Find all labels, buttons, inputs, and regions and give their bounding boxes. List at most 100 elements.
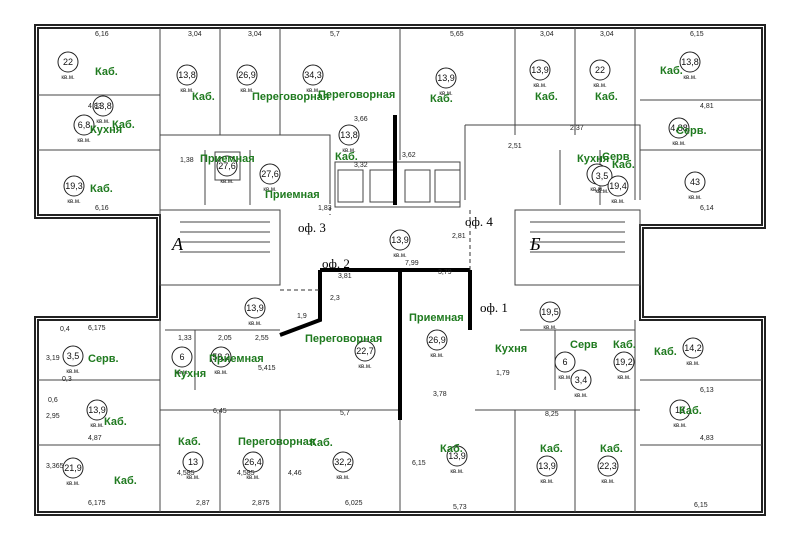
area-circle: [529, 59, 551, 81]
dimension-label: 3,32: [354, 162, 368, 169]
room: 19,3кв.м.Каб.: [63, 175, 113, 205]
room: 13,8кв.м.Каб.: [660, 51, 701, 81]
area-circle: [536, 455, 558, 477]
area-circle: [591, 165, 613, 187]
room-name: Каб.: [112, 119, 135, 131]
room-name: Каб.: [535, 91, 558, 103]
area-unit: кв.м.: [590, 187, 604, 193]
dimension-label: 6,175: [88, 325, 106, 332]
room-name: Серв: [570, 339, 598, 351]
area-circle: [354, 340, 376, 362]
dimension-label: 1,83: [318, 205, 332, 212]
area-unit: кв.м.: [574, 393, 588, 399]
room-area: 32,2: [334, 457, 352, 467]
dimension-label: 5,65: [450, 31, 464, 38]
room: 14,2кв.м.Каб.: [654, 337, 704, 367]
area-circle: [210, 346, 232, 368]
area-unit: кв.м.: [246, 475, 260, 481]
room-area: 27,6: [261, 169, 279, 179]
room-area: 4,88: [670, 123, 688, 133]
room-area: 13,9: [448, 451, 466, 461]
area-circle: [435, 67, 457, 89]
area-circle: [570, 369, 592, 391]
dimension-label: 4,585: [237, 470, 255, 477]
dimension-label: 3,66: [354, 116, 368, 123]
area-unit: кв.м.: [66, 481, 80, 487]
room: 26,4кв.м.Переговорная: [238, 436, 315, 481]
area-unit: кв.м.: [593, 83, 607, 89]
area-circle: [669, 399, 691, 421]
room-name: Каб.: [654, 346, 677, 358]
room-area: 6: [562, 357, 567, 367]
area-unit: кв.м.: [611, 199, 625, 205]
room-name: Переговорная: [238, 436, 315, 448]
room-name: Кухня: [174, 368, 206, 380]
room: 6 кв.м. Кухня: [495, 343, 576, 381]
room-name: Каб.: [600, 443, 623, 455]
area-circle: [539, 301, 561, 323]
dimension-label: 5,73: [453, 504, 467, 511]
area-unit: кв.м.: [683, 75, 697, 81]
room-area: 3,5: [596, 171, 609, 181]
area-unit: кв.м.: [430, 353, 444, 359]
dimension-label: 0,6: [48, 397, 58, 404]
area-circle: [684, 171, 706, 193]
room-name: Каб.: [430, 93, 453, 105]
dimension-label: 6,14: [700, 205, 714, 212]
area-unit: кв.м.: [180, 88, 194, 94]
dimension-label: 2,37: [570, 125, 584, 132]
room-area: 13,9: [437, 73, 455, 83]
room: 19,2кв.м.Каб.: [613, 339, 636, 381]
room: 13,8кв.м.Каб.: [92, 95, 135, 131]
dimension-label: 5,7: [340, 410, 350, 417]
room-name: Каб.: [679, 405, 702, 417]
room-area: 58,2: [212, 352, 230, 362]
dimension-label: 3,81: [338, 273, 352, 280]
area-circle: [332, 451, 354, 473]
room-area: 13,9: [246, 303, 264, 313]
room: 19,4кв.м.Каб.: [607, 159, 635, 205]
area-unit: кв.м.: [336, 475, 350, 481]
room-name: Каб.: [335, 151, 358, 163]
area-unit: кв.м.: [533, 83, 547, 89]
area-unit: кв.м.: [450, 469, 464, 475]
room-name: Каб.: [114, 475, 137, 487]
area-unit: кв.м.: [686, 361, 700, 367]
area-unit: кв.м.: [673, 423, 687, 429]
dimension-label: 4,585: [177, 470, 195, 477]
area-circle: [62, 457, 84, 479]
dimension-label: 6,45: [213, 408, 227, 415]
dimension-label: 3,04: [600, 31, 614, 38]
area-unit: кв.м.: [358, 364, 372, 370]
room-name: Кухня: [577, 153, 609, 165]
room-area: 13: [188, 457, 198, 467]
room-name: Каб.: [0, 0, 23, 3]
room-name: Приемная: [409, 312, 464, 324]
room: 3,5 кв.м. Серв: [591, 151, 630, 195]
dimension-label: 2,81: [452, 233, 466, 240]
dimension-label: 2,95: [46, 413, 60, 420]
stair-b-letter: Б: [529, 234, 541, 254]
room-name: Серв: [602, 151, 630, 163]
area-circle: [446, 445, 468, 467]
area-circle: [73, 114, 95, 136]
dimension-label: 8,25: [545, 411, 559, 418]
dimension-label: 6,15: [690, 31, 704, 38]
room-name: Кухня: [495, 343, 527, 355]
room: 13,9кв.м.: [244, 297, 266, 327]
room-name: Переговорная: [252, 91, 329, 103]
room: 32,2кв.м.Каб.: [310, 437, 354, 481]
dimension-label: 3,04: [540, 31, 554, 38]
office-1-label: оф. 1: [480, 300, 508, 315]
room-name: Переговорная: [305, 333, 382, 345]
room-area: 13,9: [391, 235, 409, 245]
building-walls: [34, 24, 766, 516]
room: 27,6кв.м.Приемная: [200, 153, 255, 185]
area-unit: кв.м.: [439, 91, 453, 97]
area-circle: [679, 51, 701, 73]
room-area: 3,4: [575, 375, 588, 385]
area-unit: кв.м.: [558, 375, 572, 381]
